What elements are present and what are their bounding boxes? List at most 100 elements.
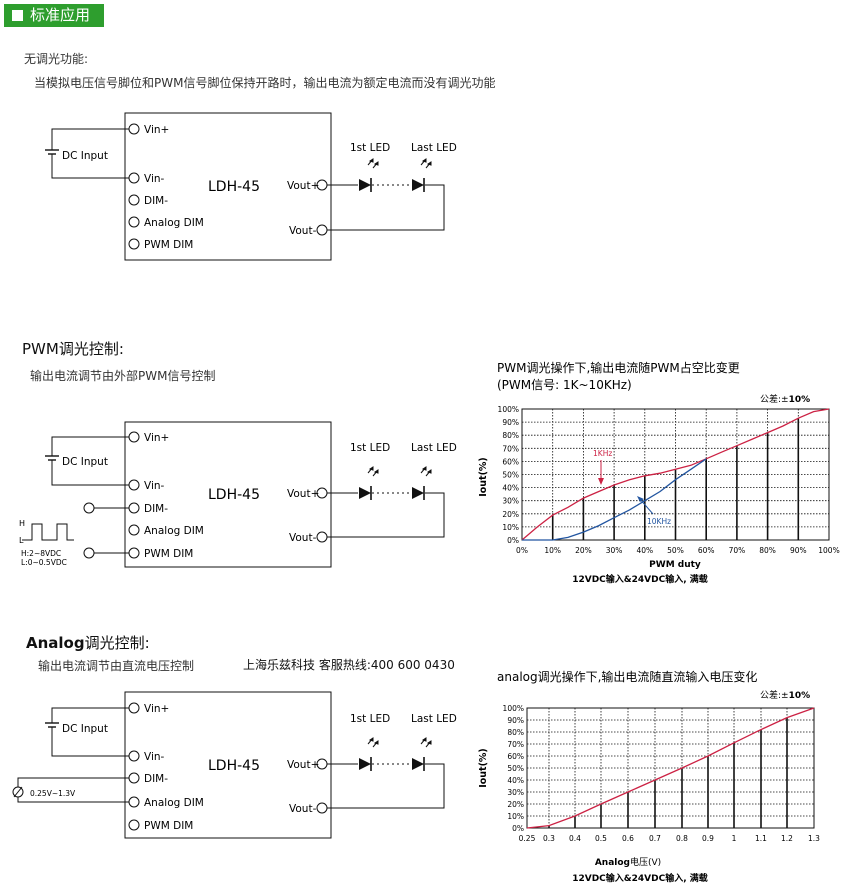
module-label: LDH-45 bbox=[208, 758, 260, 774]
terminal-analog-dim bbox=[128, 796, 140, 808]
label-analog-dim: Analog DIM bbox=[144, 525, 204, 537]
led-first bbox=[358, 485, 372, 501]
y-tick-label: 10% bbox=[507, 812, 524, 821]
annotation-10khz: 10KHz bbox=[637, 496, 671, 526]
chart-title: analog调光操作下,输出电流随直流输入电压变化 bbox=[497, 669, 757, 684]
label-analog-dim: Analog DIM bbox=[144, 797, 204, 809]
y-tick-label: 60% bbox=[502, 457, 519, 466]
circuit-no-dimming: Vin+ Vin- DIM- Analog DIM PWM DIM LDH-45… bbox=[45, 112, 457, 261]
x-tick-label: 60% bbox=[698, 546, 715, 555]
section3-description: 输出电流调节由直流电压控制 bbox=[38, 659, 195, 673]
x-tick-label: 80% bbox=[759, 546, 776, 555]
x-tick-label: 0.4 bbox=[569, 834, 581, 843]
x-tick-label: 0.5 bbox=[595, 834, 607, 843]
x-tick-label: 1.3 bbox=[808, 834, 820, 843]
series-label-10khz: 10KHz bbox=[647, 517, 671, 526]
y-tick-label: 90% bbox=[502, 418, 519, 427]
x-tick-label: 70% bbox=[729, 546, 746, 555]
terminal-vin-minus bbox=[128, 479, 140, 491]
y-tick-label: 50% bbox=[502, 471, 519, 480]
section1-description: 当模拟电压信号脚位和PWM信号脚位保持开路时，输出电流为额定电流而没有调光功能 bbox=[34, 76, 496, 90]
terminal-vout-minus bbox=[316, 224, 328, 236]
section2-description: 输出电流调节由外部PWM信号控制 bbox=[30, 369, 216, 383]
section-banner: 标准应用 bbox=[4, 4, 104, 27]
chart-pwm: PWM调光操作下,输出电流随PWM占空比变更 (PWM信号: 1K~10KHz)… bbox=[478, 360, 840, 585]
arrowhead-10khz bbox=[637, 496, 644, 502]
series-line-0 bbox=[526, 707, 815, 829]
terminal-vout-minus bbox=[316, 531, 328, 543]
y-tick-label: 40% bbox=[507, 776, 524, 785]
chart-footer: 12VDC输入&24VDC输入, 满载 bbox=[572, 872, 708, 884]
terminal-pwm-dim bbox=[128, 238, 140, 250]
y-tick-label: 40% bbox=[502, 484, 519, 493]
label-vin-minus: Vin- bbox=[144, 751, 165, 763]
label-pwm-dim: PWM DIM bbox=[144, 239, 193, 251]
y-tick-label: 70% bbox=[502, 444, 519, 453]
x-tick-label: 0.3 bbox=[543, 834, 555, 843]
arrowhead-1khz bbox=[598, 478, 604, 485]
x-tick-label: 20% bbox=[575, 546, 592, 555]
section3-heading-rest: 调光控制: bbox=[84, 634, 150, 652]
x-tick-label: 0.9 bbox=[702, 834, 714, 843]
series-label-1khz: 1KHz bbox=[593, 449, 612, 458]
terminal-vout-minus bbox=[316, 802, 328, 814]
label-last-led: Last LED bbox=[411, 142, 457, 154]
module-box bbox=[124, 112, 332, 261]
section3-heading-bold: Analog bbox=[26, 634, 85, 652]
terminal-dim-minus bbox=[128, 194, 140, 206]
y-tick-label: 90% bbox=[507, 716, 524, 725]
source-range: 0.25V~1.3V bbox=[30, 789, 76, 798]
label-vout-plus: Vout+ bbox=[287, 180, 319, 192]
y-tick-label: 100% bbox=[503, 704, 524, 713]
contact-hotline: 上海乐兹科技 客服热线:400 600 0430 bbox=[243, 658, 455, 672]
label-dim-minus: DIM- bbox=[144, 773, 168, 785]
y-tick-label: 80% bbox=[507, 728, 524, 737]
circuit-analog-dimming: Vin+ Vin- DIM- Analog DIM PWM DIM LDH-45… bbox=[12, 691, 457, 839]
square-icon bbox=[12, 10, 23, 21]
pwm-source-terminal-signal bbox=[83, 547, 95, 559]
label-vout-plus: Vout+ bbox=[287, 488, 319, 500]
x-tick-label: 100% bbox=[818, 546, 839, 555]
pwm-waveform bbox=[22, 523, 74, 541]
led-last bbox=[411, 485, 425, 501]
label-vout-minus: Vout- bbox=[289, 532, 317, 544]
label-first-led: 1st LED bbox=[350, 442, 390, 454]
label-vin-minus: Vin- bbox=[144, 480, 165, 492]
label-vin-minus: Vin- bbox=[144, 173, 165, 185]
label-dc-input: DC Input bbox=[62, 150, 108, 162]
chart-subtitle: (PWM信号: 1K~10KHz) bbox=[497, 378, 632, 392]
terminal-pwm-dim bbox=[128, 547, 140, 559]
label-dim-minus: DIM- bbox=[144, 195, 168, 207]
terminal-pwm-dim bbox=[128, 819, 140, 831]
label-pwm-dim: PWM DIM bbox=[144, 548, 193, 560]
label-vin-plus: Vin+ bbox=[144, 432, 169, 444]
y-tick-label: 20% bbox=[502, 510, 519, 519]
led-first bbox=[358, 177, 372, 193]
label-vin-plus: Vin+ bbox=[144, 124, 169, 136]
chart-ylabel: Iout(%) bbox=[478, 748, 489, 788]
y-tick-label: 30% bbox=[507, 788, 524, 797]
x-tick-label: 50% bbox=[667, 546, 684, 555]
terminal-analog-dim bbox=[128, 524, 140, 536]
label-dim-minus: DIM- bbox=[144, 503, 168, 515]
terminal-vin-plus bbox=[128, 431, 140, 443]
terminal-analog-dim bbox=[128, 216, 140, 228]
label-vout-minus: Vout- bbox=[289, 803, 317, 815]
y-tick-label: 80% bbox=[502, 431, 519, 440]
x-tick-label: 40% bbox=[636, 546, 653, 555]
led-last bbox=[411, 756, 425, 772]
chart-tolerance: 公差:±10% bbox=[760, 689, 810, 701]
signal-low: L bbox=[19, 536, 24, 545]
x-tick-label: 1 bbox=[732, 834, 737, 843]
y-tick-label: 100% bbox=[498, 405, 519, 414]
y-tick-label: 60% bbox=[507, 752, 524, 761]
terminal-vin-minus bbox=[128, 750, 140, 762]
label-vout-minus: Vout- bbox=[289, 225, 317, 237]
chart-analog: analog调光操作下,输出电流随直流输入电压变化 公差:±10% Iout(%… bbox=[478, 669, 820, 884]
label-vout-plus: Vout+ bbox=[287, 759, 319, 771]
label-last-led: Last LED bbox=[411, 713, 457, 725]
chart-tolerance: 公差:±10% bbox=[760, 393, 810, 405]
label-first-led: 1st LED bbox=[350, 713, 390, 725]
chart-xlabel: PWM duty bbox=[649, 560, 701, 570]
